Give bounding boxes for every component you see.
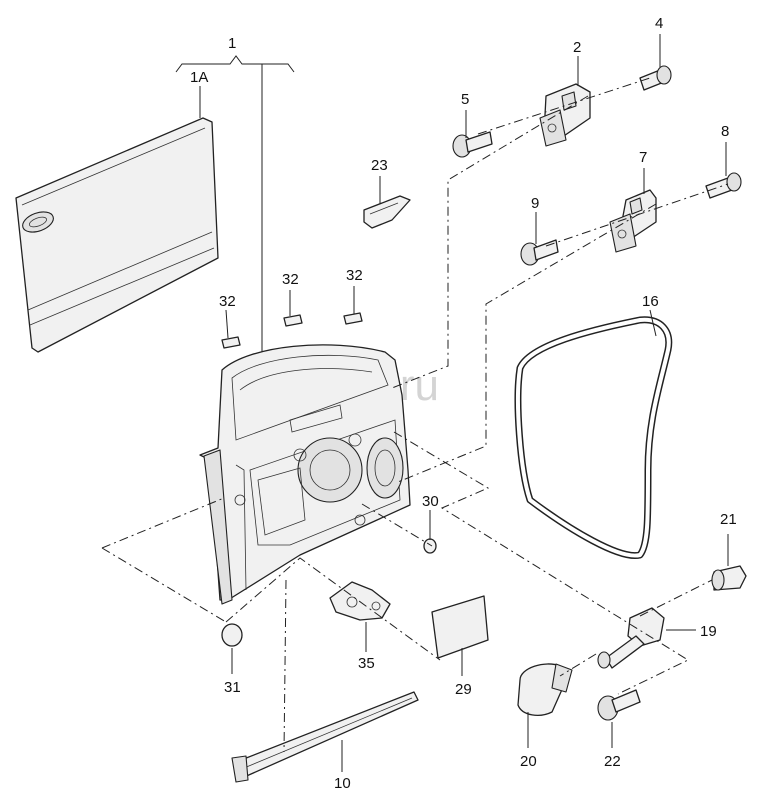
- callout-29: 29: [455, 681, 472, 698]
- plug-31[interactable]: [221, 623, 243, 647]
- callout-16: 16: [642, 293, 659, 310]
- callout-23: 23: [371, 157, 388, 174]
- plug-30[interactable]: [423, 538, 437, 554]
- callout-19: 19: [700, 623, 717, 640]
- bolt-9[interactable]: [520, 239, 559, 266]
- assembly-lines: [101, 77, 729, 753]
- callout-5: 5: [461, 91, 469, 108]
- adhesive-pad-32a[interactable]: [221, 336, 241, 349]
- sealing-foil-29[interactable]: [431, 595, 489, 659]
- door-inner-frame[interactable]: [199, 344, 411, 605]
- callout-32-left: 32: [219, 293, 236, 310]
- trim-clip-23[interactable]: [363, 195, 411, 229]
- callout-4: 4: [655, 15, 663, 32]
- cover-cap-20[interactable]: [517, 663, 573, 716]
- leader-lines: [175, 34, 729, 772]
- callout-1a: 1A: [190, 69, 208, 86]
- callout-32-right: 32: [346, 267, 363, 284]
- callout-labels: 1 1A 2 4 5 7 8 9 10 16 19 20 21 22 23 29…: [190, 15, 737, 792]
- callout-9: 9: [531, 195, 539, 212]
- callout-30: 30: [422, 493, 439, 510]
- callout-21: 21: [720, 511, 737, 528]
- adhesive-pad-32c[interactable]: [343, 312, 363, 325]
- bolt-4[interactable]: [639, 65, 672, 91]
- callout-8: 8: [721, 123, 729, 140]
- bolt-22[interactable]: [597, 689, 641, 721]
- outer-door-skin[interactable]: [15, 117, 219, 353]
- bolt-5[interactable]: [452, 131, 493, 158]
- hinge-upper[interactable]: [539, 83, 591, 147]
- callout-35: 35: [358, 655, 375, 672]
- callout-2: 2: [573, 39, 581, 56]
- callout-20: 20: [520, 753, 537, 770]
- callout-7: 7: [639, 149, 647, 166]
- adhesive-pad-32b[interactable]: [283, 314, 303, 327]
- door-seal[interactable]: [514, 316, 673, 560]
- bolt-8[interactable]: [705, 172, 742, 199]
- callout-22: 22: [604, 753, 621, 770]
- callout-1: 1: [228, 35, 236, 52]
- bracket-35[interactable]: [329, 581, 391, 621]
- callout-10: 10: [334, 775, 351, 792]
- hinge-lower[interactable]: [609, 189, 657, 253]
- door-check-strap[interactable]: [597, 607, 665, 669]
- plug-21[interactable]: [711, 565, 747, 591]
- callout-32-mid: 32: [282, 271, 299, 288]
- sill-strip-10[interactable]: [231, 691, 419, 783]
- callout-31: 31: [224, 679, 241, 696]
